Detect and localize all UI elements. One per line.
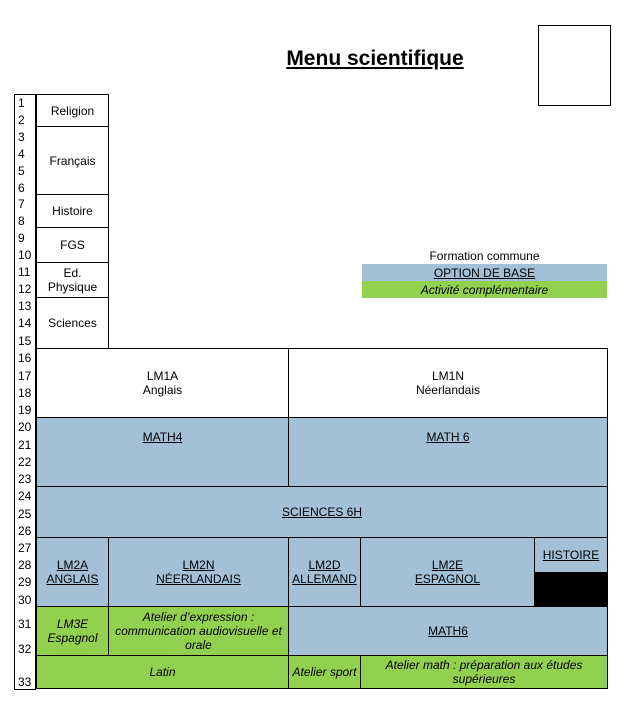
row-number: 1	[14, 94, 36, 111]
row-number: 4	[14, 144, 36, 162]
row-number: 19	[14, 400, 36, 418]
block-lm2n: LM2N NÉERLANDAIS	[108, 537, 289, 607]
block-atelier-sport: Atelier sport	[288, 655, 361, 689]
row-number: 7	[14, 195, 36, 212]
row-number: 25	[14, 503, 36, 522]
block-lm1n: LM1N Néerlandais	[288, 348, 608, 418]
row-number: 12	[14, 279, 36, 297]
row-number: 27	[14, 538, 36, 556]
block-math6-b: MATH6	[288, 606, 608, 656]
legend-common: Formation commune	[429, 249, 540, 263]
legend-activite-complementaire: Activité complémentaire	[362, 281, 607, 298]
row-number: 33	[14, 656, 36, 690]
row-number: 13	[14, 296, 36, 314]
row-number: 20	[14, 417, 36, 435]
block-lm2e: LM2E ESPAGNOL	[360, 537, 535, 607]
row-number: 16	[14, 348, 36, 366]
block-lm2a: LM2A ANGLAIS	[36, 537, 109, 607]
row-number: 22	[14, 452, 36, 470]
row-number: 6	[14, 178, 36, 196]
subject-histoire: Histoire	[36, 194, 109, 228]
block-black-fill	[534, 572, 608, 607]
row-number: 9	[14, 228, 36, 246]
block-atelier-expression: Atelier d’expression : communication aud…	[108, 606, 289, 656]
row-number: 29	[14, 572, 36, 590]
row-number: 11	[14, 262, 36, 280]
block-lm1a: LM1A Anglais	[36, 348, 289, 418]
row-number: 8	[14, 211, 36, 229]
row-number: 28	[14, 555, 36, 573]
row-number: 2	[14, 110, 36, 128]
row-number: 31	[14, 607, 36, 632]
block-math4: MATH4	[36, 417, 289, 487]
row-number: 26	[14, 521, 36, 539]
row-number: 24	[14, 486, 36, 504]
subject-francais: Français	[36, 126, 109, 195]
row-number: 15	[14, 330, 36, 349]
block-latin: Latin	[36, 655, 289, 689]
row-number: 32	[14, 631, 36, 657]
subject-fgs: FGS	[36, 227, 109, 263]
subject-ed-physique: Ed. Physique	[36, 262, 109, 298]
row-number: 3	[14, 127, 36, 145]
legend-option-base: OPTION DE BASE	[362, 264, 607, 281]
block-atelier-math: Atelier math : préparation aux études su…	[360, 655, 608, 689]
row-number: 18	[14, 383, 36, 401]
row-number: 5	[14, 161, 36, 179]
block-sciences-6h: SCIENCES 6H	[36, 486, 608, 538]
page-title: Menu scientifique	[286, 47, 464, 70]
block-histoire: HISTOIRE	[534, 537, 608, 573]
row-number: 21	[14, 434, 36, 453]
row-number: 23	[14, 469, 36, 487]
block-math6-a: MATH 6	[288, 417, 608, 487]
corner-box	[538, 25, 611, 106]
row-number: 14	[14, 313, 36, 331]
subject-sciences: Sciences	[36, 297, 109, 349]
subject-religion: Religion	[36, 94, 109, 127]
row-number: 17	[14, 365, 36, 384]
row-number: 10	[14, 245, 36, 263]
row-number: 30	[14, 589, 36, 608]
block-lm2d: LM2D ALLEMAND	[288, 537, 361, 607]
block-lm3e: LM3E Espagnol	[36, 606, 109, 656]
